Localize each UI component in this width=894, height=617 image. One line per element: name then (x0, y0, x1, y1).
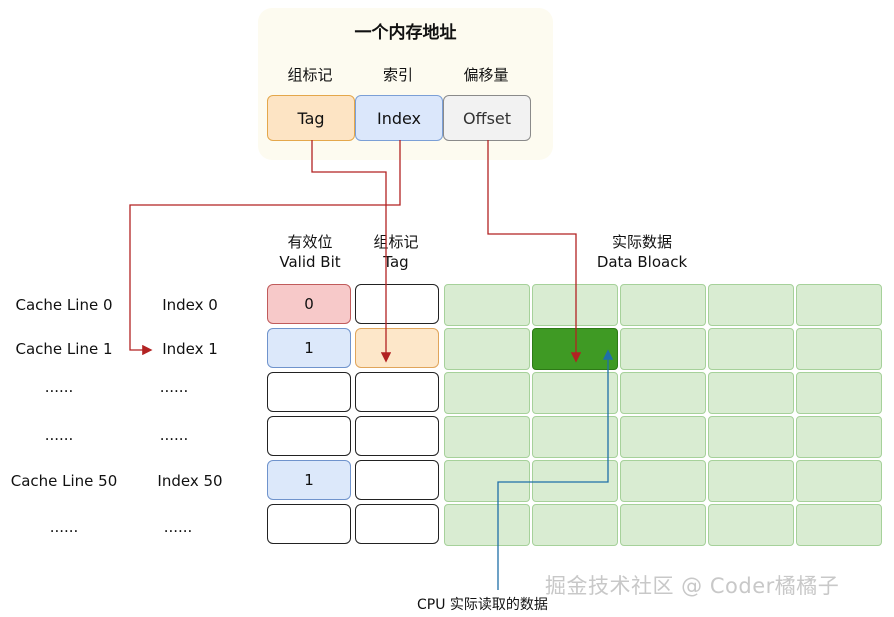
data-block-header-en: Data Bloack (596, 253, 688, 271)
data-block-cell (796, 504, 882, 546)
data-block-cell-selected (532, 328, 618, 370)
tag-cell (355, 372, 439, 412)
tag-cell (355, 460, 439, 500)
data-block-cell (620, 372, 706, 414)
data-block-cell (708, 504, 794, 546)
valid-bit-cell: 1 (267, 460, 351, 500)
valid-bit-cell: 0 (267, 284, 351, 324)
data-block-cell (708, 328, 794, 370)
data-block-cell (532, 416, 618, 458)
data-block-cell (796, 284, 882, 326)
cache-line-label: Cache Line 0 (15, 296, 113, 314)
data-block-cell (532, 504, 618, 546)
memory-address-title: 一个内存地址 (354, 23, 457, 43)
offset-field-box: Offset (443, 95, 531, 141)
valid-bit-header: 有效位 Valid Bit (262, 232, 358, 272)
data-block-cell (708, 284, 794, 326)
index-label: Index 1 (162, 340, 218, 358)
cache-line-label: Cache Line 1 (15, 340, 113, 358)
tag-cell (355, 284, 439, 324)
offset-field-label: 偏移量 (463, 66, 509, 84)
data-block-cell (620, 328, 706, 370)
index-label: Index 0 (162, 296, 218, 314)
valid-bit-header-cn: 有效位 (287, 233, 333, 251)
valid-bit-cell (267, 504, 351, 544)
index-field-label: 索引 (382, 66, 413, 84)
tag-cell (355, 504, 439, 544)
cpu-read-label: CPU 实际读取的数据 (417, 597, 548, 613)
data-block-cell (444, 328, 530, 370)
cpu-read-arrow (497, 349, 614, 590)
tag-arrow (311, 140, 392, 363)
tag-cell-selected (355, 328, 439, 368)
data-block-cell (444, 416, 530, 458)
index-label: ...... (159, 378, 189, 396)
data-block-cell (444, 460, 530, 502)
data-block-header: 实际数据 Data Bloack (580, 232, 704, 272)
data-block-cell (444, 372, 530, 414)
offset-arrow (487, 140, 582, 363)
data-block-cell (796, 416, 882, 458)
cache-line-label: Cache Line 50 (10, 472, 118, 490)
tag-header-en: Tag (383, 253, 409, 271)
data-block-cell (796, 328, 882, 370)
index-label: Index 50 (157, 472, 223, 490)
data-block-cell (532, 284, 618, 326)
cache-line-label: ...... (44, 426, 74, 444)
cache-line-label: ...... (49, 518, 79, 536)
data-block-cell (620, 416, 706, 458)
data-block-cell (708, 372, 794, 414)
tag-field-label: 组标记 (287, 66, 333, 84)
data-block-cell (708, 416, 794, 458)
tag-header: 组标记 Tag (348, 232, 444, 272)
cache-line-label: ...... (44, 378, 74, 396)
data-block-cell (620, 504, 706, 546)
index-label: ...... (163, 518, 193, 536)
data-block-cell (532, 460, 618, 502)
valid-bit-cell (267, 372, 351, 412)
valid-bit-cell: 1 (267, 328, 351, 368)
tag-field-box: Tag (267, 95, 355, 141)
valid-bit-header-en: Valid Bit (279, 253, 341, 271)
data-block-cell (796, 372, 882, 414)
data-block-header-cn: 实际数据 (611, 233, 672, 251)
watermark: 掘金技术社区 @ Coder橘橘子 (545, 574, 840, 598)
index-label: ...... (159, 426, 189, 444)
valid-bit-cell (267, 416, 351, 456)
data-block-cell (444, 504, 530, 546)
data-block-cell (708, 460, 794, 502)
data-block-cell (444, 284, 530, 326)
tag-cell (355, 416, 439, 456)
tag-header-cn: 组标记 (373, 233, 419, 251)
data-block-cell (620, 284, 706, 326)
index-arrow (129, 140, 401, 356)
index-field-box: Index (355, 95, 443, 141)
data-block-cell (620, 460, 706, 502)
data-block-cell (796, 460, 882, 502)
data-block-cell (532, 372, 618, 414)
